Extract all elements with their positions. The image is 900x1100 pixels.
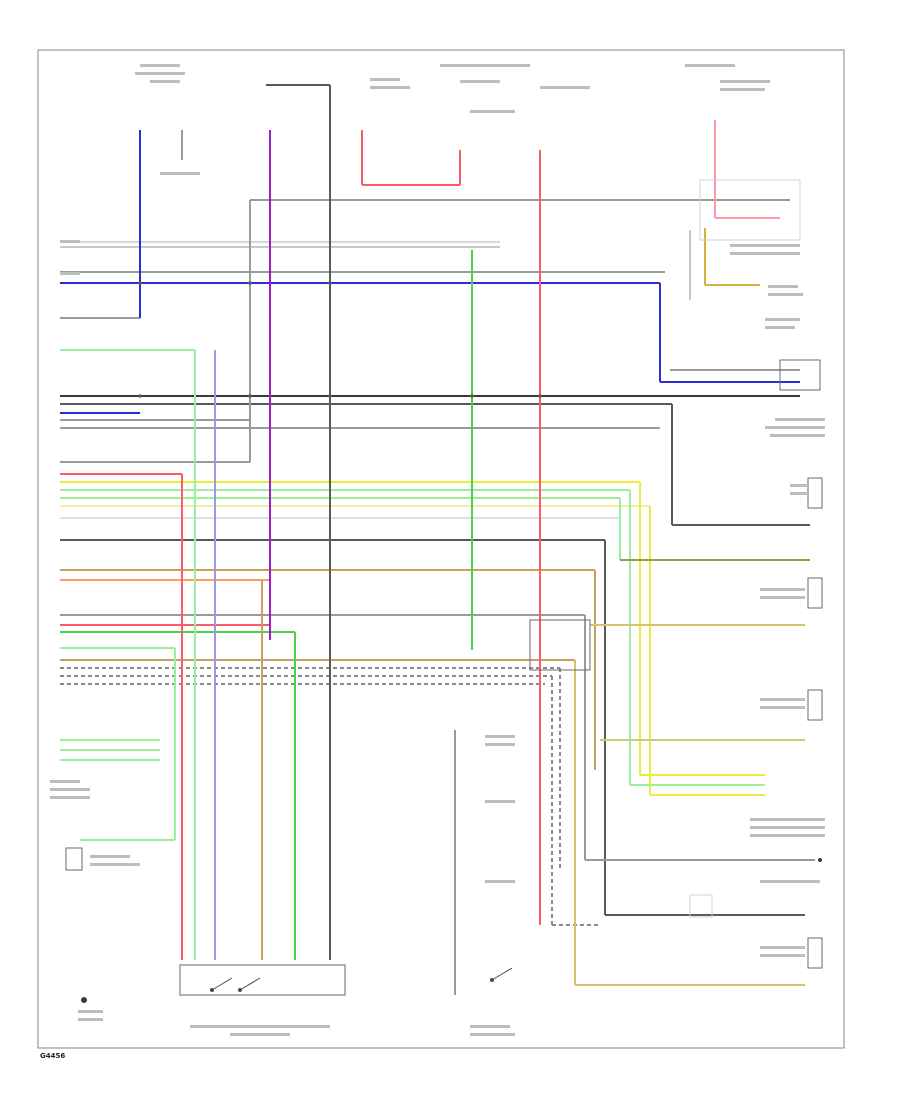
connector-box	[529, 619, 591, 671]
sensor-box	[807, 577, 823, 609]
connector-box	[689, 894, 713, 918]
switch-icon	[210, 967, 513, 992]
wire-group-ecm	[60, 199, 810, 916]
connector-box	[699, 179, 801, 241]
vertical-wires	[60, 84, 815, 995]
sensor-box	[807, 477, 823, 509]
sensor-box	[807, 937, 823, 969]
ground-icon	[81, 858, 822, 1003]
label-marks	[50, 64, 825, 1036]
splice-dots	[138, 281, 542, 398]
switch-box	[179, 964, 346, 996]
sensor-box	[65, 847, 83, 871]
sensor-box	[807, 689, 823, 721]
components	[65, 179, 823, 996]
connector-box	[779, 359, 821, 391]
page-code: G4456	[40, 1052, 65, 1060]
diagram-frame	[37, 49, 845, 1049]
